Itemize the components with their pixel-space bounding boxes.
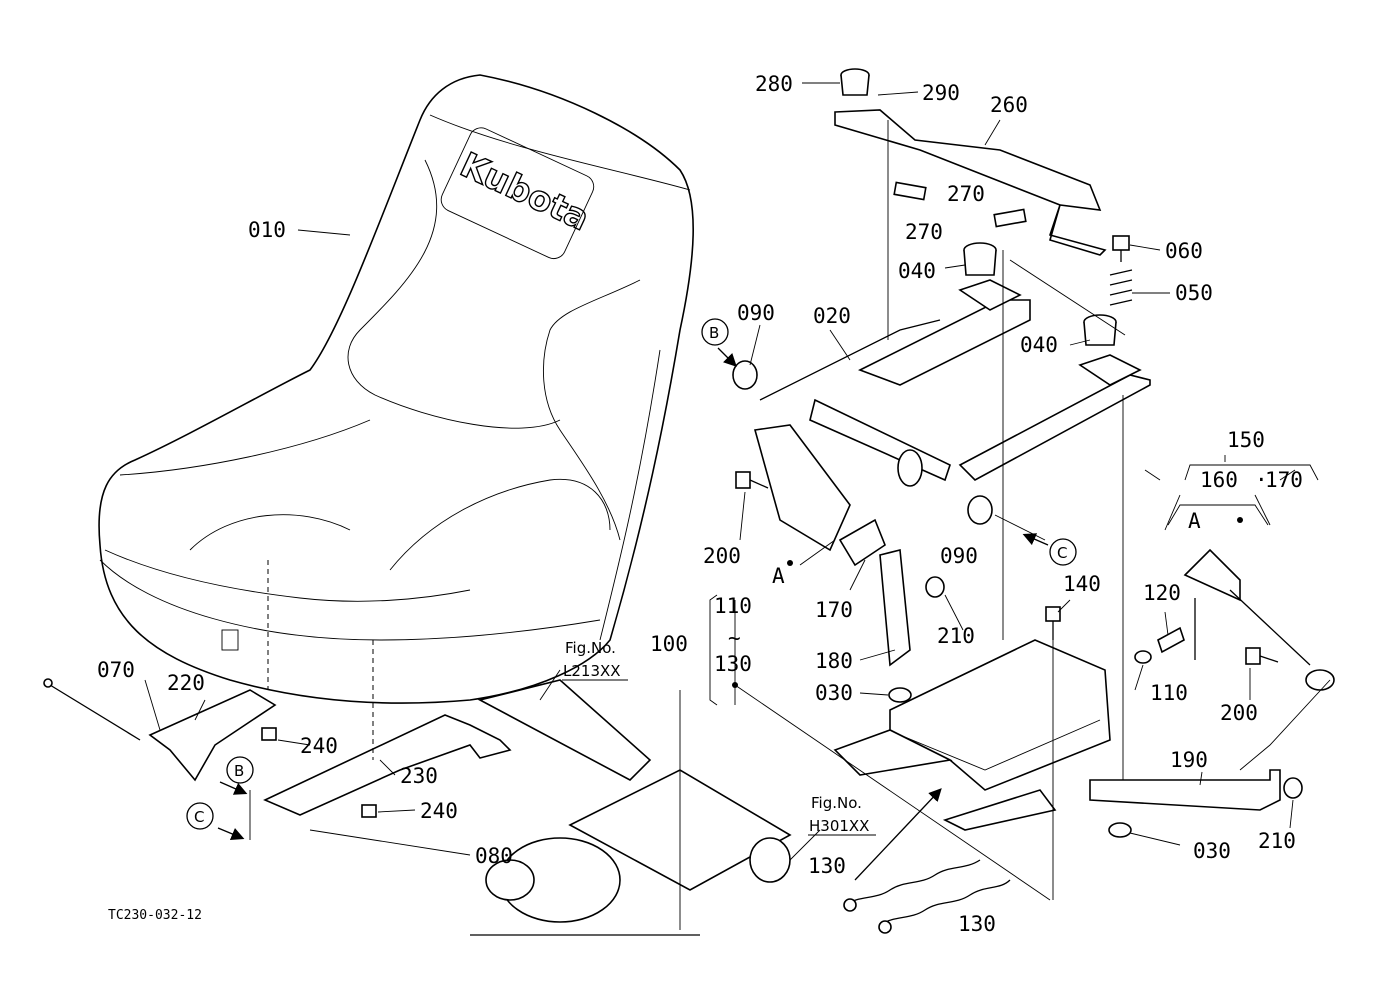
seat-cushion: Kubota (98, 74, 694, 704)
callout-210: 210 (937, 624, 975, 648)
springs (843, 788, 1011, 934)
callout-220: 220 (167, 671, 205, 695)
callout-170: 170 (1265, 468, 1303, 492)
callout-040: 040 (1020, 333, 1058, 357)
callout-010: 010 (248, 218, 286, 242)
fig-ref-label: Fig.No. (565, 639, 616, 657)
callout-150: 150 (1227, 428, 1265, 452)
callout-240: 240 (420, 799, 458, 823)
callout-labels: 010 020 030 030 040 040 050 060 070 080 … (97, 72, 1303, 936)
callout-120: 120 (1143, 581, 1181, 605)
callout-260: 260 (990, 93, 1028, 117)
callout-190: 190 (1170, 748, 1208, 772)
callout-030: 030 (1193, 839, 1231, 863)
fig-ref-code: H301XX (809, 817, 869, 835)
marker-b: B (709, 324, 719, 342)
callout-270: 270 (905, 220, 943, 244)
callout-210: 210 (1258, 829, 1296, 853)
leader-lines (144, 82, 1296, 861)
callout-130: 130 (714, 652, 752, 676)
callout-200: 200 (703, 544, 741, 568)
marker-a: A (1188, 509, 1201, 533)
callout-290: 290 (922, 81, 960, 105)
callout-170: 170 (815, 598, 853, 622)
marker-c: C (194, 808, 204, 826)
callout-070: 070 (97, 658, 135, 682)
marker-c: C (1057, 544, 1067, 562)
callout-160: 160 (1200, 468, 1238, 492)
callout-020: 020 (813, 304, 851, 328)
callout-110: 110 (714, 594, 752, 618)
lower-housing (470, 837, 791, 936)
reference-markers: B C B C A A (186, 318, 1201, 840)
drawing-code: TC230-032-12 (108, 908, 202, 923)
slide-mount-plate (833, 639, 1111, 831)
callout-180: 180 (815, 649, 853, 673)
callout-090: 090 (940, 544, 978, 568)
callout-100: 100 (650, 632, 688, 656)
callout-060: 060 (1165, 239, 1203, 263)
marker-a: A (772, 564, 785, 588)
callout-140: 140 (1063, 572, 1101, 596)
lever-arm (753, 424, 1335, 811)
callout-280: 280 (755, 72, 793, 96)
separator-dot: · (1255, 468, 1268, 492)
callout-030: 030 (815, 681, 853, 705)
callout-040: 040 (898, 259, 936, 283)
upper-bracket (834, 109, 1107, 256)
fig-ref-code: L213XX (563, 662, 621, 680)
guide-lines (267, 120, 1331, 930)
callout-130: 130 (958, 912, 996, 936)
range-tilde: ~ (728, 626, 741, 650)
callout-240: 240 (300, 734, 338, 758)
callout-230: 230 (400, 764, 438, 788)
seat-rail-frame (759, 279, 1151, 487)
callout-090: 090 (737, 301, 775, 325)
marker-b: B (234, 762, 244, 780)
hardware (261, 68, 1303, 838)
callout-200: 200 (1220, 701, 1258, 725)
callout-050: 050 (1175, 281, 1213, 305)
figure-references: Fig.No. L213XX Fig.No. H301XX (562, 639, 876, 836)
callout-270: 270 (947, 182, 985, 206)
callout-110: 110 (1150, 681, 1188, 705)
callout-080: 080 (475, 844, 513, 868)
callout-130: 130 (808, 854, 846, 878)
group-brackets: · ~ (709, 464, 1319, 706)
fig-ref-label: Fig.No. (811, 794, 862, 812)
